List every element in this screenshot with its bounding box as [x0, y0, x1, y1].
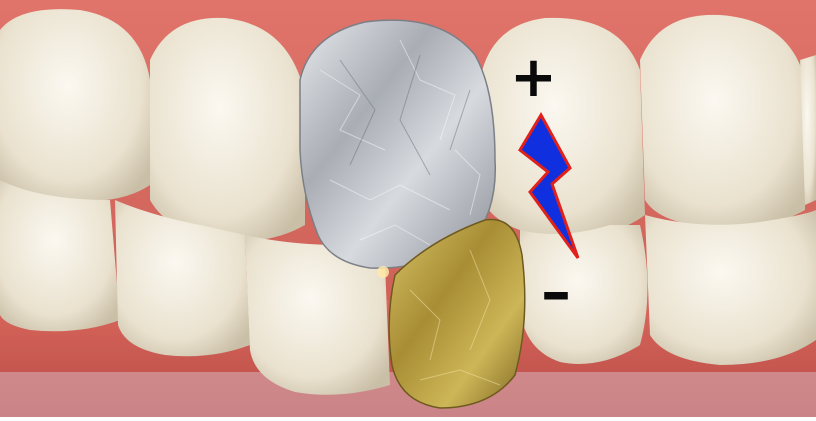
upper-tooth-4: [480, 18, 645, 238]
upper-tooth-2: [150, 18, 305, 241]
contact-spark: [377, 266, 389, 278]
lower-tooth-1: [0, 180, 120, 331]
upper-tooth-5: [640, 15, 805, 228]
lower-tooth-6: [645, 210, 816, 365]
upper-tooth-1: [0, 9, 150, 201]
lower-tooth-5: [520, 225, 648, 364]
minus-sign-label: –: [541, 262, 571, 322]
plus-sign-label: +: [510, 50, 557, 106]
